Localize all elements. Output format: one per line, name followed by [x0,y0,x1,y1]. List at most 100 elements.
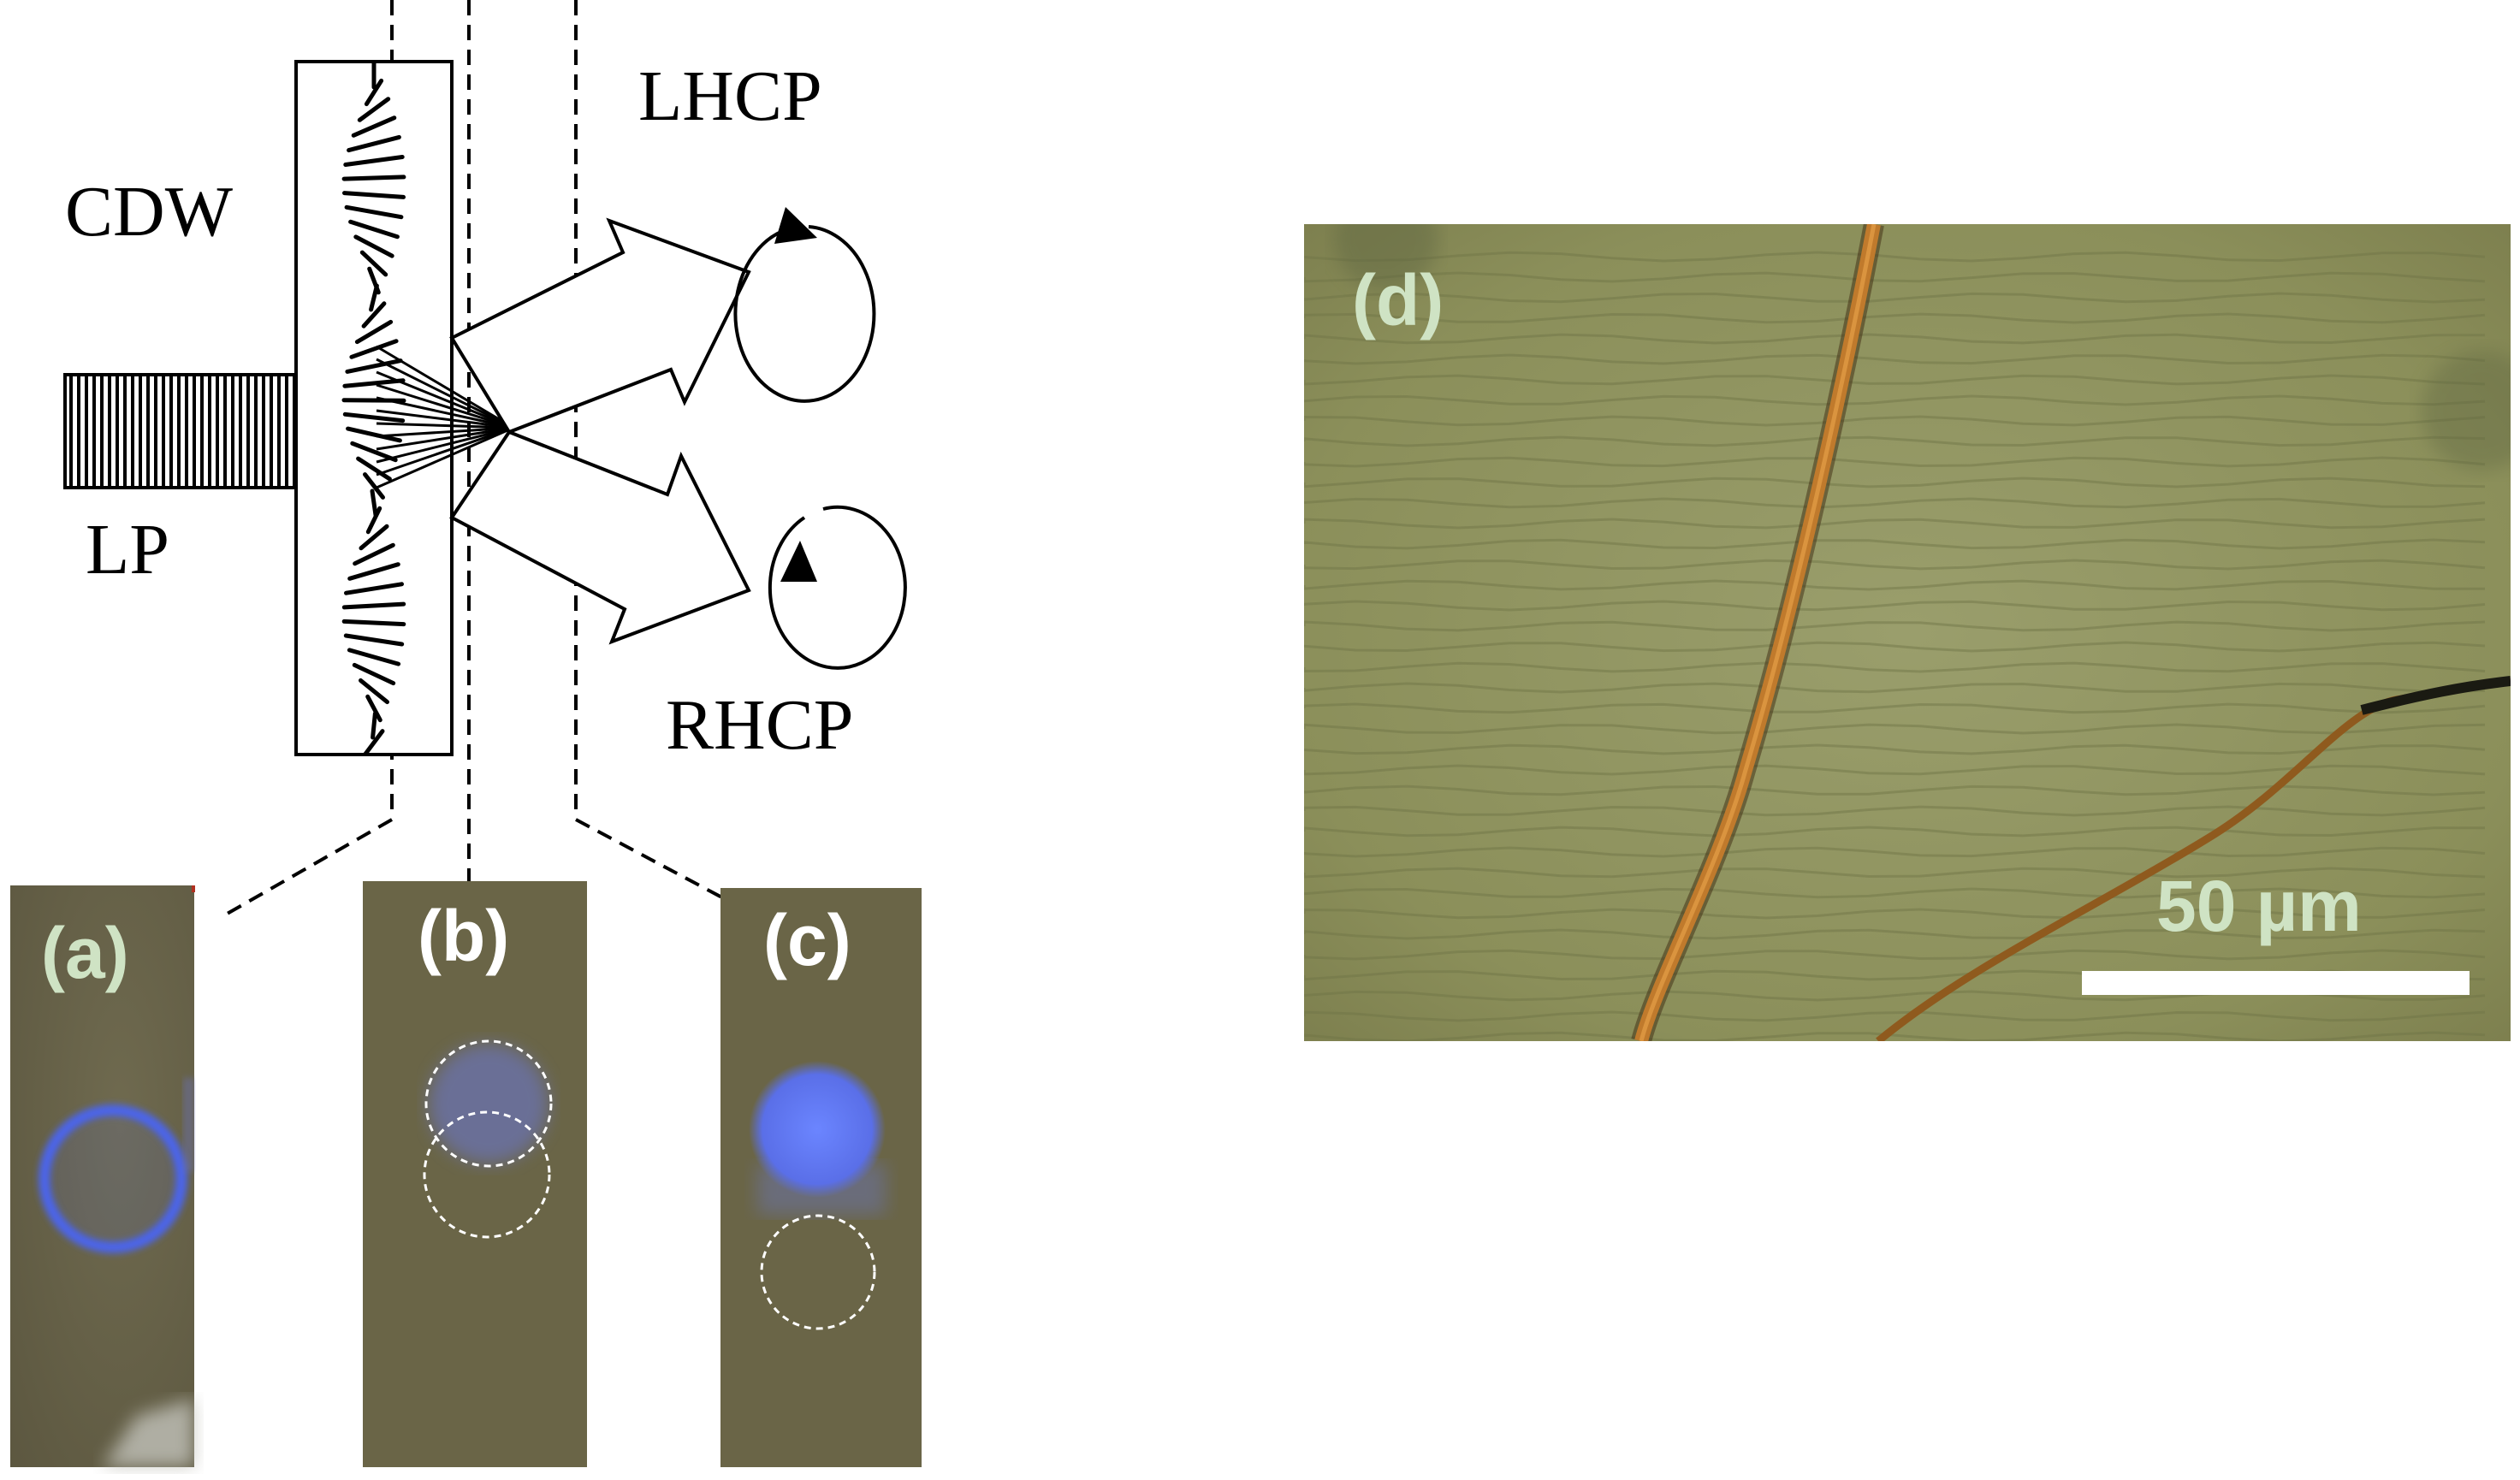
panel-b-beam-spot [429,1044,548,1163]
cdw-molecule [348,219,400,240]
rhcp-rotation-icon [768,505,907,670]
cdw-molecule [342,378,406,388]
texture-stripe [1304,333,2486,345]
cdw-molecule [341,175,406,181]
texture-stripe [1304,600,2486,612]
cdw-molecule [343,155,405,167]
lhcp-label: LHCP [638,56,822,136]
cdw-molecule [365,694,382,723]
cdw-molecule [364,78,384,107]
cdw-molecule [347,134,401,153]
texture-stripe [1304,415,2486,427]
cdw-molecule [354,319,394,345]
texture-stripe [1304,887,2486,899]
cdw-molecule [344,204,404,220]
texture-stripe [1304,949,2486,961]
panel-c: (c) [720,888,922,1467]
cdw-molecule [359,524,389,551]
cdw-molecule [342,191,406,199]
texture-stripe [1304,764,2486,776]
lhcp-arrow [449,217,751,435]
panel-d: (d) 50 µm [1304,224,2511,1041]
texture-stripe [1304,723,2486,735]
lp-label: LP [86,510,169,589]
cdw-molecule [342,411,406,423]
lp-input-beam [63,373,298,489]
texture-stripe [1304,661,2486,673]
rhcp-arrow [449,429,751,645]
panel-d-label: (d) [1352,260,1444,340]
texture-stripe [1304,374,2486,386]
texture-stripe [1304,559,2486,571]
texture-stripe [1304,538,2486,550]
texture-stripe [1304,353,2486,365]
cdw-molecule [351,115,397,138]
texture-stripe [1304,702,2486,714]
texture-stripe [1304,908,2486,920]
cdw-label: CDW [65,172,234,252]
cdw-molecule [361,301,387,329]
rhcp-label: RHCP [666,685,853,765]
cdw-molecule [346,426,402,443]
cdw-molecule [344,582,404,595]
texture-stripe [1304,435,2486,447]
texture-stripe [1304,579,2486,591]
panel-b-photo [363,881,587,1467]
panel-c-label: (c) [763,900,851,980]
cdw-molecule [349,339,399,359]
panel-a-label: (a) [41,913,129,993]
cdw-molecule [343,633,405,647]
texture-stripe [1304,518,2486,530]
cdw-molecule [370,488,378,518]
panel-b-upper-circle [424,1039,553,1168]
panel-a-light-patch [103,1399,194,1467]
cdw-molecule [353,542,395,566]
texture-stripe [1304,1010,2486,1022]
texture-stripe [1304,805,2486,817]
panel-c-beam-spot [749,1061,886,1198]
texture-stripe [1304,620,2486,632]
texture-stripe [1304,312,2486,324]
scale-bar [2082,971,2470,995]
texture-stripe [1304,682,2486,694]
panel-d-micrograph [1304,224,2511,1041]
cdw-molecule [363,729,385,756]
panel-b-label: (b) [418,896,509,976]
cdw-molecule [347,648,401,666]
schematic: CDW LP LHCP RHCP [63,0,907,917]
cdw-molecule [357,97,391,122]
panel-b: (b) [363,881,587,1467]
cdw-molecule [341,601,406,610]
panel-a-beam-ring [39,1104,187,1253]
cdw-molecule [371,711,377,740]
cdw-molecule [363,472,385,500]
texture-stripe [1304,826,2486,838]
texture-stripe [1304,1031,2486,1041]
cdw-molecule [359,678,389,705]
panel-a: (a) [10,885,195,1467]
texture-stripe [1304,846,2486,858]
cdw-molecule [352,662,396,686]
cdw-molecule [356,456,392,482]
cdw-molecule [369,283,379,312]
texture-stripe [1304,867,2486,879]
lhcp-rotation-icon [733,207,876,403]
texture-stripe [1304,394,2486,406]
cdw-molecule [365,506,382,535]
cdw-molecule [341,619,406,627]
cdw-molecule [350,441,398,463]
texture-stripe [1304,456,2486,468]
diffraction-fan [376,345,514,489]
cdw-molecule [347,562,400,581]
panel-a-red-edge [192,885,195,892]
cdw-molecules [341,61,406,756]
cdw-molecule [353,234,394,258]
panel-c-dashed-circle [760,1214,876,1330]
texture-stripe [1304,641,2486,653]
texture-stripe [1304,743,2486,755]
texture-stripe [1304,928,2486,940]
cdw-molecule [359,250,388,277]
cdw-molecule [345,358,403,374]
texture-stripe [1304,477,2486,488]
